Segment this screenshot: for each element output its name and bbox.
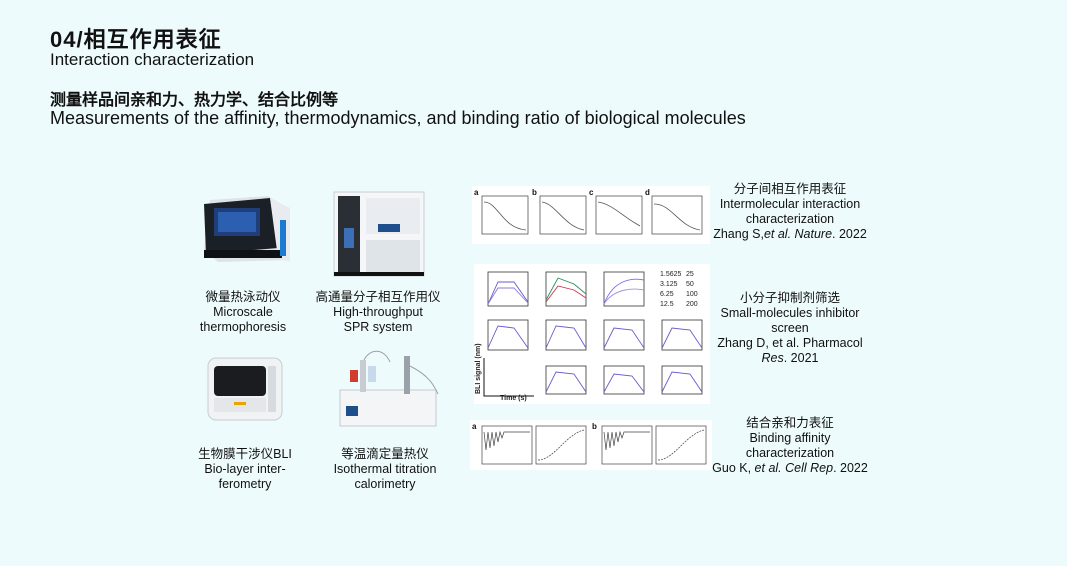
mst-instrument-image [204, 196, 290, 262]
page-title: 04/相互作用表征 [50, 27, 222, 52]
instrument-label-mst: 微量热泳动仪 Microscale thermophoresis [168, 290, 318, 335]
reference-citation: Zhang D, et al. Pharmacol [717, 336, 863, 350]
citation-journal: et al. Nature [763, 227, 833, 241]
instrument-label-spr: 高通量分子相互作用仪 High-throughput SPR system [303, 290, 453, 335]
page-subtitle: 测量样品间亲和力、热力学、结合比例等 [50, 92, 339, 109]
itc-figure: a b [470, 420, 712, 470]
instrument-en: calorimetry [354, 477, 416, 491]
reference-citation: Guo K, et al. Cell Rep. 2022 [705, 461, 875, 476]
panel-label: a [472, 422, 477, 431]
reference-intermolecular: 分子间相互作用表征 Intermolecular interaction cha… [705, 182, 875, 242]
reference-cn: 分子间相互作用表征 [733, 182, 847, 196]
instrument-en: ferometry [218, 477, 272, 491]
citation-authors: Zhang S, [713, 227, 764, 241]
mst-figure: a b c d [472, 186, 710, 244]
instrument-en: High-throughput [333, 305, 423, 319]
instrument-en: Isothermal titration [333, 462, 437, 476]
citation-journal: Res [761, 351, 784, 365]
page-title-en: Interaction characterization [50, 50, 255, 69]
instrument-cn: 微量热泳动仪 [205, 290, 281, 304]
citation-journal: et al. Cell Rep [754, 461, 834, 475]
panel-label: a [474, 188, 479, 197]
citation-authors: Guo K, [712, 461, 755, 475]
citation-year: . 2022 [833, 461, 868, 475]
page-subtitle-en: Measurements of the affinity, thermodyna… [50, 108, 746, 128]
panel-label: c [589, 188, 594, 197]
citation-year: . 2022 [832, 227, 867, 241]
instrument-en: Bio-layer inter- [204, 462, 286, 476]
bli-legend-item: 200 [686, 301, 698, 308]
instrument-en: SPR system [343, 320, 413, 334]
bli-instrument-image [207, 357, 283, 421]
instrument-label-itc: 等温滴定量热仪 Isothermal titration calorimetry [310, 447, 460, 492]
bli-x-axis-label: Time (s) [500, 395, 527, 402]
reference-citation: Zhang S,et al. Nature. 2022 [705, 227, 875, 242]
reference-cn: 小分子抑制剂筛选 [739, 291, 840, 305]
instrument-cn: 高通量分子相互作用仪 [315, 290, 441, 304]
bli-figure: 1.5625 3.125 6.25 12.5 25 50 100 200 BLI… [474, 264, 710, 404]
panel-label: b [592, 422, 597, 431]
spr-instrument-image [333, 191, 425, 277]
reference-cn: 结合亲和力表征 [746, 416, 834, 430]
bli-legend-item: 50 [686, 281, 694, 288]
instrument-cn: 生物膜干涉仪BLI [198, 447, 292, 461]
reference-citation-2: Res. 2021 [705, 351, 875, 366]
bli-legend-item: 6.25 [660, 291, 674, 298]
reference-en: Small-molecules inhibitor [720, 306, 860, 320]
bli-legend-item: 25 [686, 271, 694, 278]
instrument-en: thermophoresis [199, 320, 287, 334]
reference-binding: 结合亲和力表征 Binding affinity characterizatio… [705, 416, 875, 476]
bli-legend-item: 100 [686, 291, 698, 298]
citation-year: . 2021 [783, 351, 819, 365]
itc-instrument-image [339, 350, 439, 427]
reference-inhibitor: 小分子抑制剂筛选 Small-molecules inhibitor scree… [705, 291, 875, 366]
bli-legend-item: 3.125 [660, 281, 678, 288]
instrument-en: Microscale [213, 305, 273, 319]
reference-en: characterization [745, 212, 835, 226]
bli-legend-item: 1.5625 [660, 271, 682, 278]
reference-en: Intermolecular interaction [719, 197, 861, 211]
reference-en: Binding affinity [749, 431, 831, 445]
instrument-label-bli: 生物膜干涉仪BLI Bio-layer inter- ferometry [170, 447, 320, 492]
bli-legend-item: 12.5 [660, 301, 674, 308]
reference-en: screen [771, 321, 809, 335]
panel-label: d [645, 188, 650, 197]
reference-en: characterization [745, 446, 835, 460]
bli-y-axis-label: BLI signal (nm) [475, 343, 482, 394]
instrument-cn: 等温滴定量热仪 [341, 447, 429, 461]
panel-label: b [532, 188, 537, 197]
